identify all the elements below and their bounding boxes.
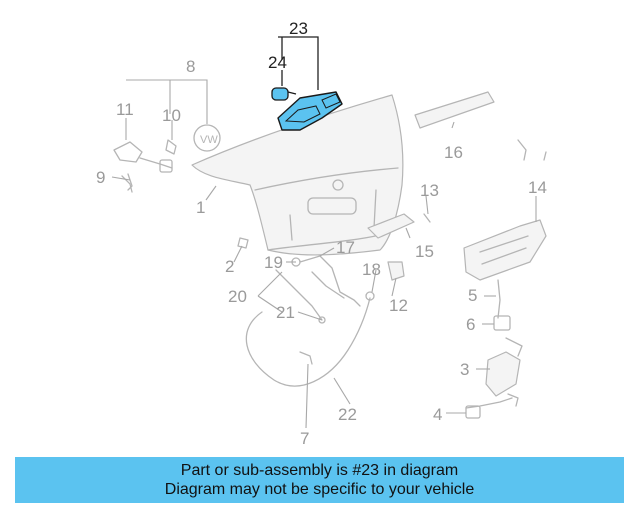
callout-10: 10 xyxy=(162,106,181,125)
callout-21: 21 xyxy=(276,303,295,322)
highlighted-part-23 xyxy=(271,87,343,131)
callout-11: 11 xyxy=(116,100,134,119)
callout-8: 8 xyxy=(186,57,195,76)
banner-line-2: Diagram may not be specific to your vehi… xyxy=(164,481,475,498)
callout-14: 14 xyxy=(528,178,547,197)
callout-19: 19 xyxy=(264,253,283,272)
bumper-stop xyxy=(237,237,249,249)
callout-17: 17 xyxy=(336,238,355,257)
banner-line-1: Part or sub-assembly is #23 in diagram xyxy=(180,462,459,479)
callouts: 23 24 8 11 10 9 1 2 16 13 15 14 5 6 3 4 … xyxy=(96,19,547,448)
callout-22: 22 xyxy=(338,405,357,424)
callout-2: 2 xyxy=(225,257,234,276)
trunk-lid xyxy=(191,94,404,256)
callout-15: 15 xyxy=(415,242,434,261)
callout-13: 13 xyxy=(420,181,439,200)
callout-7: 7 xyxy=(300,429,309,448)
callout-3: 3 xyxy=(460,360,469,379)
callout-9: 9 xyxy=(96,168,105,187)
callout-4: 4 xyxy=(433,405,442,424)
latch-plate xyxy=(463,139,547,281)
release-cable xyxy=(245,297,371,387)
svg-text:VW: VW xyxy=(200,134,218,146)
callout-23: 23 xyxy=(289,19,308,38)
callout-18: 18 xyxy=(362,260,381,279)
callout-5: 5 xyxy=(468,286,477,305)
info-banner: Part or sub-assembly is #23 in diagram D… xyxy=(15,457,624,503)
callout-12: 12 xyxy=(389,296,408,315)
latch-mechanism xyxy=(465,279,523,419)
handle-assembly xyxy=(367,213,431,239)
callout-1: 1 xyxy=(196,198,205,217)
striker-assembly xyxy=(365,261,405,301)
leader-lines xyxy=(111,36,537,429)
callout-24: 24 xyxy=(268,53,287,72)
clip xyxy=(127,173,133,191)
license-trim xyxy=(414,91,495,129)
emblem-assembly: VW xyxy=(113,124,221,193)
callout-16: 16 xyxy=(444,143,463,162)
callout-6: 6 xyxy=(466,315,475,334)
callout-20: 20 xyxy=(228,287,247,306)
